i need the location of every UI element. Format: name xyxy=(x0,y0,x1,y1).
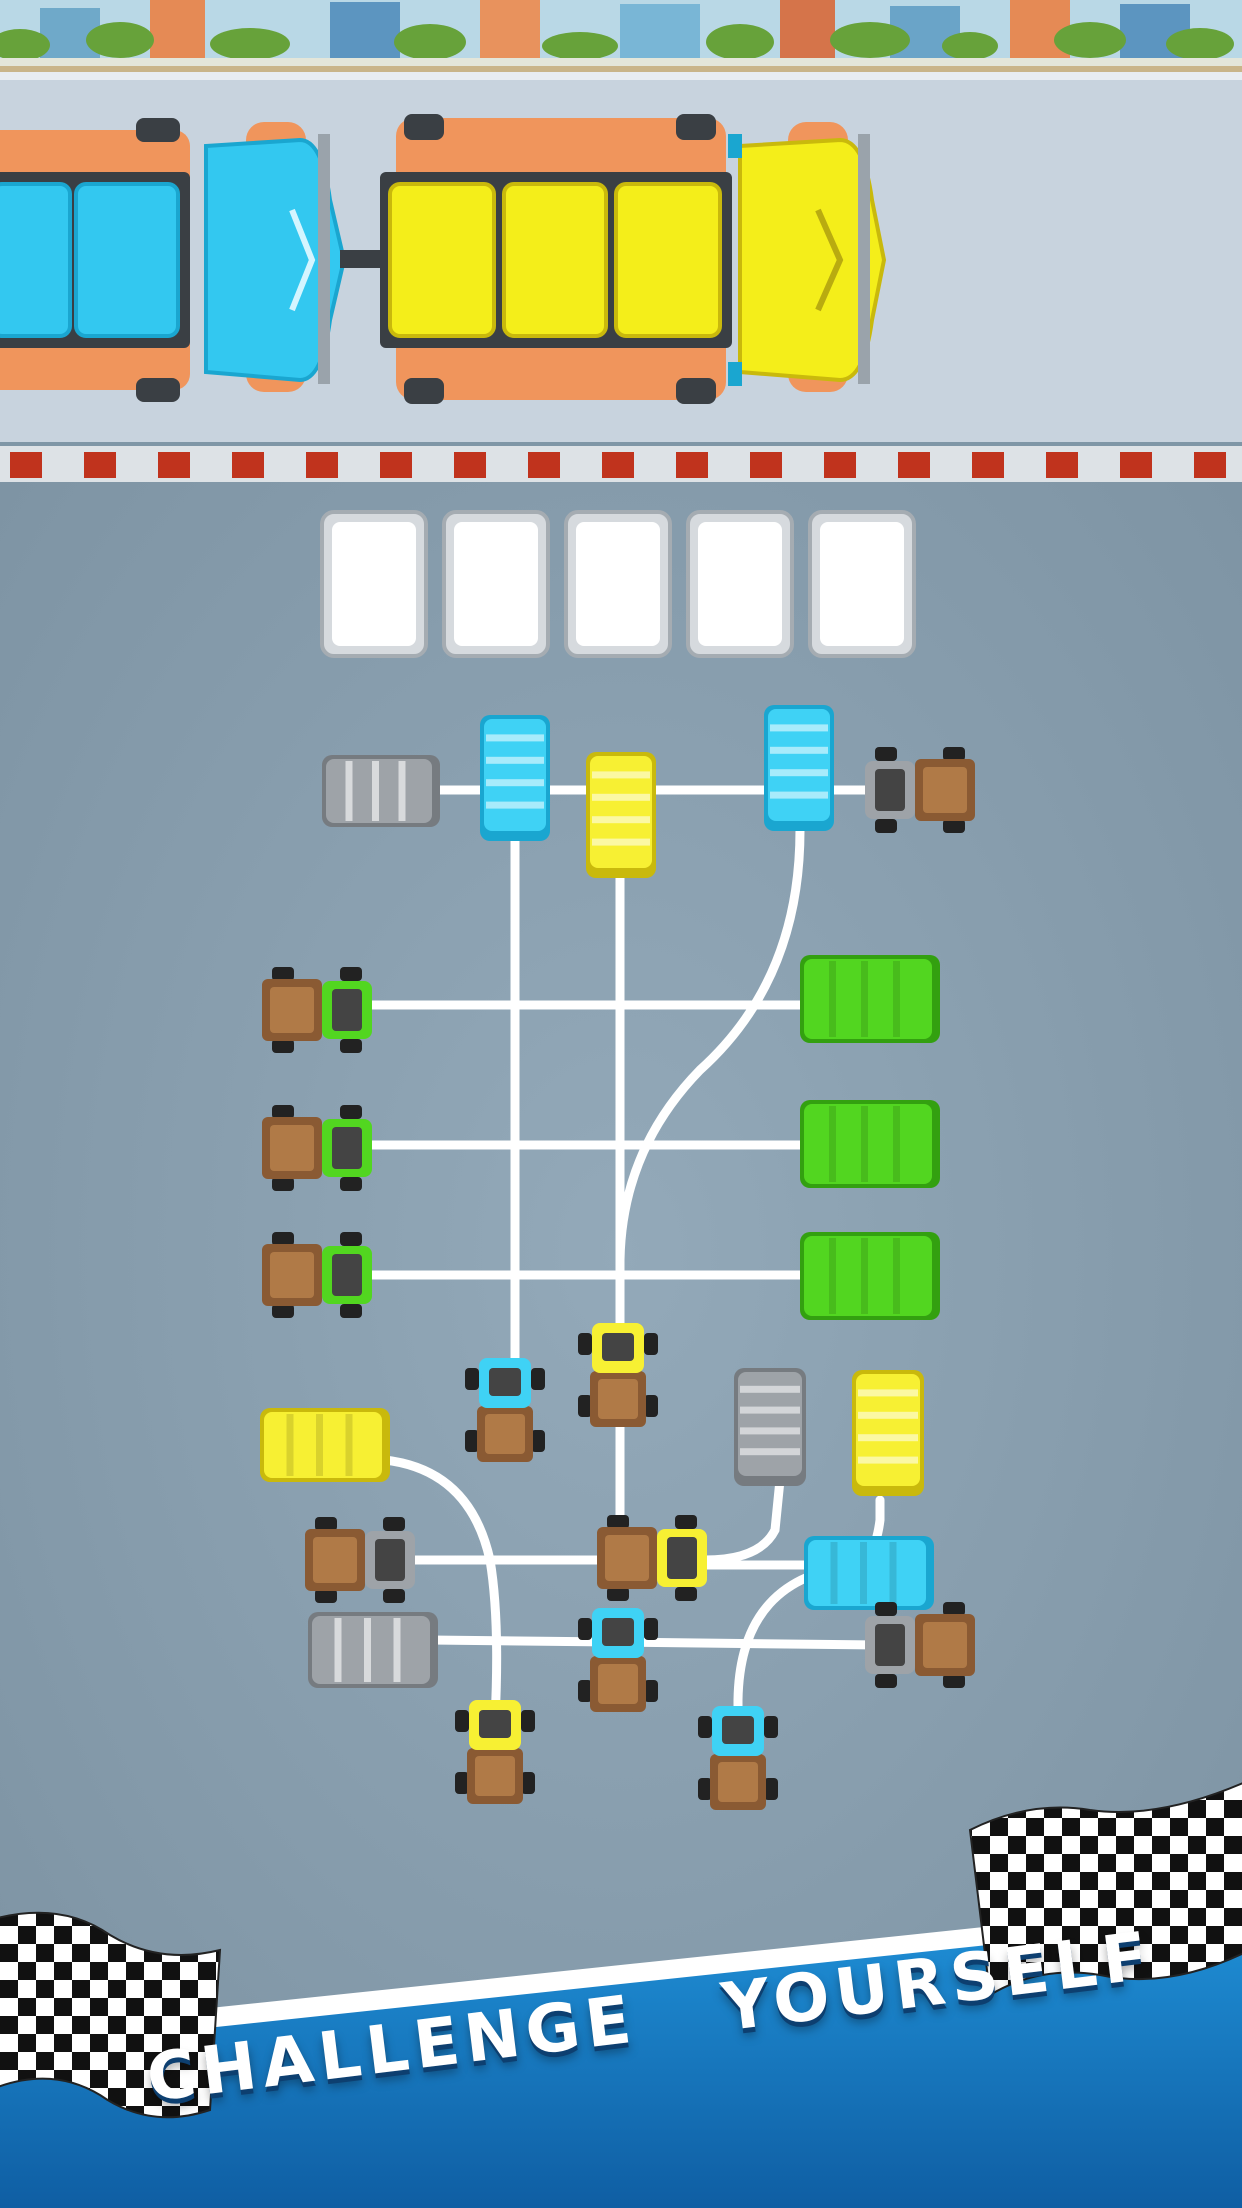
car-gray-top-right[interactable] xyxy=(865,747,975,833)
car-cyan-bottom[interactable] xyxy=(698,1706,778,1810)
bus-green-1[interactable] xyxy=(800,955,940,1043)
car-green-2[interactable] xyxy=(262,1105,372,1191)
train xyxy=(0,114,887,404)
car-gray-lower-right[interactable] xyxy=(865,1602,975,1688)
queue-slots xyxy=(320,510,916,658)
checkered-flag-left xyxy=(0,1911,222,2119)
bottom-banner xyxy=(0,1900,1242,2208)
queue-slot-2 xyxy=(442,510,550,658)
bus-yellow-left[interactable] xyxy=(260,1408,390,1482)
car-gray-lower-left[interactable] xyxy=(305,1517,415,1603)
car-green-1[interactable] xyxy=(262,967,372,1053)
bus-yellow-lower[interactable] xyxy=(852,1370,924,1496)
car-yellow-lower-mid[interactable] xyxy=(597,1515,707,1601)
car-yellow-bottom-left[interactable] xyxy=(455,1700,535,1804)
queue-slot-1 xyxy=(320,510,428,658)
bus-yellow-top[interactable] xyxy=(586,752,656,878)
bus-green-2[interactable] xyxy=(800,1100,940,1188)
city-skyline xyxy=(0,0,1242,72)
locomotive-yellow xyxy=(728,122,887,392)
bus-cyan-lower[interactable] xyxy=(804,1536,934,1610)
vehicles[interactable] xyxy=(260,705,975,1810)
bus-gray-lower[interactable] xyxy=(734,1368,806,1486)
queue-slot-4 xyxy=(686,510,794,658)
bus-cyan-top-1[interactable] xyxy=(480,715,550,841)
car-yellow-mid[interactable] xyxy=(578,1323,658,1427)
bus-green-3[interactable] xyxy=(800,1232,940,1320)
bus-gray-bottom[interactable] xyxy=(308,1612,438,1688)
car-green-3[interactable] xyxy=(262,1232,372,1318)
bus-cyan-top-2[interactable] xyxy=(764,705,834,831)
checkered-flag-right xyxy=(968,1782,1242,1997)
curb xyxy=(0,446,1242,482)
queue-slot-5 xyxy=(808,510,916,658)
car-cyan-mid[interactable] xyxy=(465,1358,545,1462)
car-cyan-lower-mid[interactable] xyxy=(578,1608,658,1712)
train-car-yellow xyxy=(380,114,732,404)
train-car-blue xyxy=(0,118,190,402)
queue-slot-3 xyxy=(564,510,672,658)
bus-gray-top[interactable] xyxy=(322,755,440,827)
locomotive-blue xyxy=(204,122,347,392)
